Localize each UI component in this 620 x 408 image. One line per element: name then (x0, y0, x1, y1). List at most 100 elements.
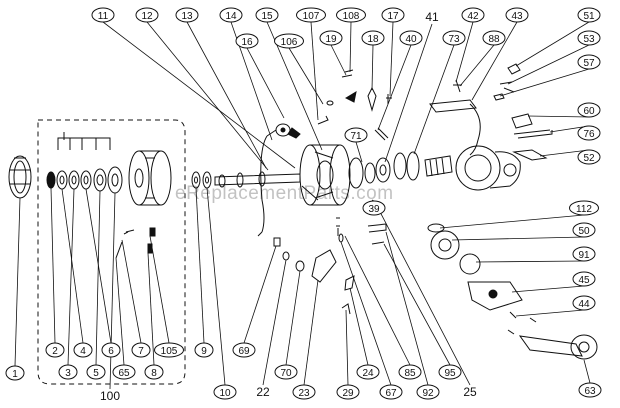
leader-c-112 (439, 214, 585, 229)
callout-c-91: 91 (572, 246, 596, 262)
callout-oval (5, 365, 25, 381)
leader-c-88 (459, 44, 495, 87)
callout-c-12: 12 (135, 7, 159, 23)
leader-c-108 (349, 21, 352, 73)
callout-number: 6 (108, 346, 114, 357)
callout-c-7: 7 (131, 342, 151, 358)
callout-c-15: 15 (255, 7, 279, 23)
callout-c-63: 63 (578, 382, 602, 398)
callout-c-39: 39 (362, 200, 386, 216)
callout-oval (131, 342, 151, 358)
callout-c-6: 6 (101, 342, 121, 358)
callout-number: 42 (467, 11, 479, 22)
callout-number: 60 (583, 106, 595, 117)
callout-oval (112, 364, 136, 380)
leader-c-22 (262, 259, 287, 386)
callout-oval (399, 30, 423, 46)
leader-c-12 (146, 21, 269, 171)
callout-oval (336, 7, 366, 23)
leader-c-17 (389, 21, 394, 97)
spool-group-outline (37, 119, 186, 385)
callout-number: 22 (256, 385, 270, 399)
callout-c-52: 52 (577, 149, 601, 165)
callout-number: 14 (225, 11, 237, 22)
callout-c-108: 108 (336, 7, 366, 23)
callout-number: 100 (100, 389, 120, 403)
spool-part (128, 150, 172, 206)
callout-oval (577, 30, 601, 46)
callout-number: 67 (385, 388, 397, 399)
leader-c-71 (355, 141, 363, 163)
callout-c-9: 9 (194, 342, 214, 358)
leader-c-9 (195, 187, 205, 344)
callout-c-69: 69 (232, 342, 256, 358)
callout-number: 19 (325, 34, 337, 45)
callout-c-51: 51 (577, 7, 601, 23)
callout-number: 3 (65, 368, 71, 379)
gear-assembly-part (348, 127, 453, 189)
leader-c-51 (515, 21, 590, 67)
callout-oval (154, 342, 184, 358)
callout-oval (578, 382, 602, 398)
callout-c-22: 22 (256, 385, 270, 399)
leader-c-50 (451, 236, 585, 241)
drag-washers-part (46, 166, 123, 194)
callout-c-53: 53 (577, 30, 601, 46)
callout-c-24: 24 (356, 364, 380, 380)
callout-number: 91 (578, 250, 590, 261)
bottom-small-parts (273, 205, 387, 315)
callout-number: 9 (201, 346, 207, 357)
callout-number: 52 (583, 153, 595, 164)
callout-c-95: 95 (438, 364, 462, 380)
leader-c-4 (61, 188, 84, 344)
callout-number: 69 (238, 346, 250, 357)
handle-side-parts (427, 223, 598, 360)
leader-c-25 (377, 207, 471, 386)
callout-oval (135, 7, 159, 23)
callout-oval (379, 384, 403, 400)
callout-c-67: 67 (379, 384, 403, 400)
callout-oval (362, 200, 386, 216)
callout-c-2: 2 (45, 342, 65, 358)
leader-c-70 (285, 270, 301, 366)
leader-c-53 (507, 44, 590, 85)
leader-c-18 (371, 44, 374, 91)
callout-number: 2 (52, 346, 58, 357)
callout-oval (577, 54, 601, 70)
callout-c-105: 105 (154, 342, 184, 358)
callout-c-40: 40 (399, 30, 423, 46)
bail-wire-part (257, 129, 277, 237)
callout-number: 41 (425, 10, 439, 24)
rotor-part (299, 144, 351, 206)
leader-c-63 (583, 359, 591, 384)
leader-c-23 (303, 279, 319, 386)
callout-oval (461, 7, 485, 23)
callout-c-65: 65 (112, 364, 136, 380)
callout-oval (175, 7, 199, 23)
callout-c-42: 42 (461, 7, 485, 23)
leader-c-7 (121, 239, 142, 344)
leader-c-60 (527, 115, 590, 118)
leader-c-106 (288, 47, 324, 105)
callout-number: 16 (241, 37, 253, 48)
callout-oval (577, 125, 601, 141)
callout-oval (319, 30, 343, 46)
rotor-screws (317, 69, 392, 125)
callout-c-23: 23 (292, 384, 316, 400)
callout-c-85: 85 (398, 364, 422, 380)
leader-c-107 (310, 21, 319, 121)
leader-c-45 (511, 285, 585, 293)
callout-number: 12 (141, 11, 153, 22)
watermark: eReplacementParts.com (175, 183, 394, 204)
callout-oval (356, 364, 380, 380)
callout-number: 70 (280, 368, 292, 379)
callout-number: 10 (219, 388, 231, 399)
callout-number: 107 (303, 11, 320, 22)
callout-c-41: 41 (425, 10, 439, 24)
callout-number: 5 (93, 368, 99, 379)
callout-c-14: 14 (219, 7, 243, 23)
leader-c-1 (14, 197, 21, 367)
washer-bracket (57, 132, 111, 150)
callout-oval (274, 33, 304, 49)
